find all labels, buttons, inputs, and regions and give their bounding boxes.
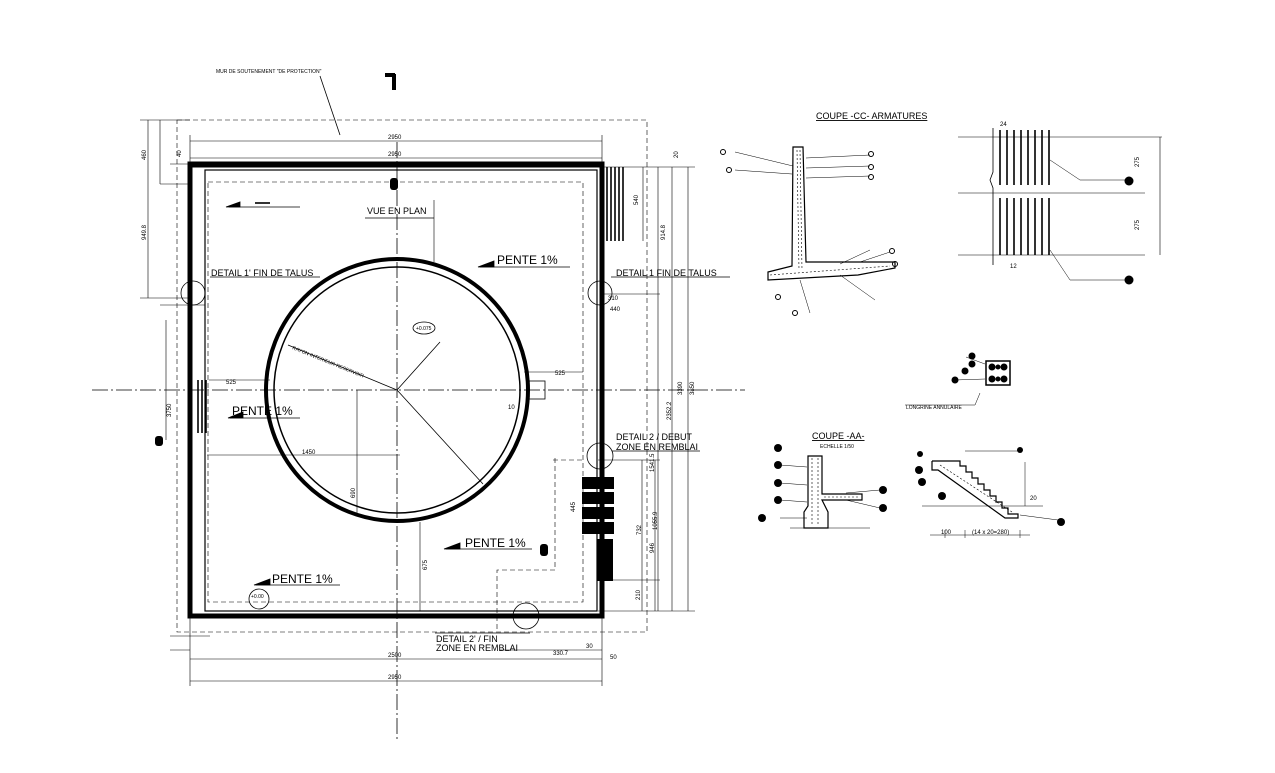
- svg-text:440: 440: [610, 307, 621, 313]
- svg-text:3750: 3750: [167, 403, 173, 417]
- level-circle-bottom: [248, 588, 270, 610]
- svg-text:2950: 2950: [388, 152, 402, 158]
- svg-text:310: 310: [608, 296, 619, 302]
- svg-text:690: 690: [351, 487, 357, 498]
- hatched-strip-right: [582, 477, 614, 581]
- longrine-detail: [905, 352, 1011, 406]
- left-dimension-chain: [140, 119, 205, 440]
- staircase-section: [915, 447, 1065, 538]
- svg-text:946: 946: [650, 542, 656, 553]
- svg-text:2352.2: 2352.2: [667, 401, 673, 420]
- coupe-cc-title: COUPE -CC- ARMATURES: [816, 111, 927, 121]
- radius-line-3: [396, 389, 484, 485]
- pente-label-3: PENTE 1%: [465, 536, 526, 550]
- coupe-aa-wall: [803, 455, 863, 529]
- plan-mark-3: [540, 544, 548, 556]
- pente-label-4: PENTE 1%: [272, 572, 333, 586]
- svg-text:1450: 1450: [302, 450, 316, 456]
- vue-en-plan-label: VUE EN PLAN: [367, 206, 427, 216]
- svg-text:525: 525: [555, 371, 566, 377]
- svg-text:675: 675: [423, 559, 429, 570]
- svg-text:2950: 2950: [388, 675, 402, 681]
- retaining-wall-profile: [767, 146, 896, 281]
- svg-text:525: 525: [226, 380, 237, 386]
- svg-text:10: 10: [508, 405, 515, 411]
- reservoir-outer-ring: [264, 257, 530, 523]
- slab-wall-outer: [187, 161, 605, 619]
- detail-1p-label: DETAIL 1' FIN DE TALUS: [211, 268, 313, 278]
- svg-text:100: 100: [941, 530, 952, 536]
- pente-arrows: [225, 201, 570, 586]
- detail-2-label-line1: DETAIL 2 / DEBUT: [616, 432, 693, 442]
- svg-text:949.8: 949.8: [142, 224, 148, 240]
- svg-text:40: 40: [177, 150, 183, 157]
- north-mark: [385, 73, 395, 77]
- svg-text:445: 445: [571, 501, 577, 512]
- svg-text:1055.9: 1055.9: [653, 511, 659, 530]
- svg-text:540: 540: [634, 194, 640, 205]
- coupe-aa-scale: ECHELLE 1/50: [820, 444, 854, 450]
- radius-line-2: [396, 341, 441, 391]
- longrine-label: LONGRINE ANNULAIRE: [906, 405, 963, 411]
- svg-text:275: 275: [1135, 219, 1141, 230]
- svg-text:1541.5: 1541.5: [650, 453, 656, 472]
- pente-label-2: PENTE 1%: [232, 404, 293, 418]
- outer-dashed-boundary: [176, 119, 648, 633]
- detail-1-marker: [587, 280, 613, 306]
- plan-view: [92, 73, 745, 742]
- pente-label-1: PENTE 1%: [497, 253, 558, 267]
- svg-text:2950: 2950: [388, 135, 402, 141]
- reservoir-inner-ring: [273, 266, 521, 514]
- svg-text:12: 12: [1010, 264, 1017, 270]
- detail-2p-marker: [512, 602, 540, 630]
- coupe-cc-section: [720, 146, 898, 316]
- detail-2p-label-line1: DETAIL 2' / FIN: [436, 634, 498, 644]
- svg-text:275: 275: [1135, 156, 1141, 167]
- reinforcement-elevation: [958, 128, 1162, 285]
- coupe-aa-section: [758, 444, 887, 529]
- top-dimensions: [189, 135, 603, 164]
- svg-text:210: 210: [636, 589, 642, 600]
- detail-2-label-line2: ZONE EN REMBLAI: [616, 442, 698, 452]
- svg-text:24: 24: [1000, 122, 1007, 128]
- svg-text:30: 30: [586, 644, 593, 650]
- svg-text:(14 x 20=280): (14 x 20=280): [972, 530, 1009, 536]
- level-marker: [412, 321, 436, 335]
- svg-text:732: 732: [637, 524, 643, 535]
- svg-text:3850: 3850: [690, 381, 696, 395]
- stair-steps: [931, 460, 1019, 519]
- svg-text:330.7: 330.7: [553, 651, 569, 657]
- rayon-label: RAYON INTERIEUR RESERVOIR: [291, 345, 365, 379]
- fill-zone-boundary: [496, 458, 556, 630]
- mur-title: MUR DE SOUTENEMENT "DE PROTECTION": [216, 69, 322, 75]
- svg-text:460: 460: [142, 149, 148, 160]
- detail-1p-marker: [180, 280, 206, 306]
- level-tag: +0.075: [416, 326, 432, 332]
- detail-1-label: DETAIL 1 FIN DE TALUS: [616, 268, 717, 278]
- svg-text:50: 50: [610, 655, 617, 661]
- svg-text:3390: 3390: [678, 381, 684, 395]
- svg-text:20: 20: [1030, 496, 1037, 502]
- level-tag-bottom: +0.00: [251, 594, 264, 600]
- plan-mark-2: [155, 436, 163, 446]
- radius-line-1: [287, 344, 398, 391]
- plan-mark-1: [390, 178, 398, 190]
- detail-2p-label-line2: ZONE EN REMBLAI: [436, 643, 518, 653]
- svg-text:20: 20: [674, 151, 680, 158]
- hatched-strip-top-right: [602, 167, 624, 241]
- svg-text:2500: 2500: [388, 653, 402, 659]
- right-dimension-chain: [598, 166, 695, 612]
- plan-text: MUR DE SOUTENEMENT "DE PROTECTION" VUE E…: [142, 69, 717, 681]
- coupe-aa-title: COUPE -AA-: [812, 431, 865, 441]
- detail-2-marker: [586, 442, 614, 470]
- hatched-strip-left: [197, 380, 207, 433]
- bottom-dimensions: [170, 616, 603, 686]
- svg-text:914.8: 914.8: [661, 224, 667, 240]
- slab-wall-inner: [204, 169, 598, 612]
